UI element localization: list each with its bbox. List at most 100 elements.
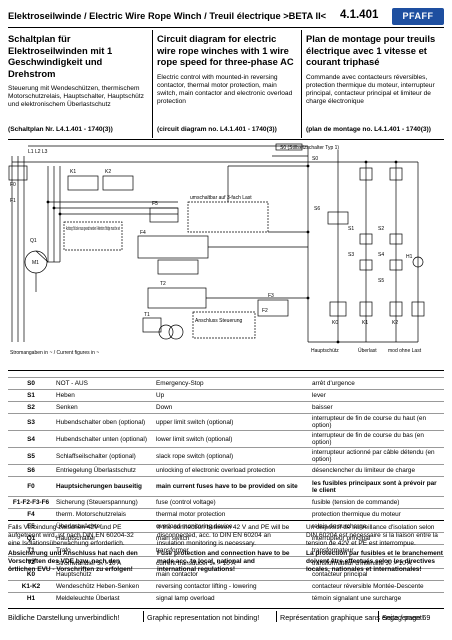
legend-german: Schlaffseilschalter (optional) <box>54 447 154 465</box>
legend-french: contacteur réversible Montée-Descente <box>310 580 444 593</box>
label-s6: S6 <box>314 206 320 212</box>
brand-logo: PFAFF silberblau <box>392 8 444 38</box>
legend-english: reversing contactor lifting - lowering <box>154 580 310 593</box>
legend-code: T2 <box>8 556 54 569</box>
legend-french: témoin signalant une surcharge <box>310 592 444 604</box>
legend-german: Senken <box>54 401 154 414</box>
legend-french: transformateur <box>310 544 444 557</box>
heading-french: Plan de montage pour treuils électrique … <box>306 33 436 67</box>
note-german-warning: Absicherung und Anschluss hat nach den V… <box>8 549 138 573</box>
legend-english: signal lamp overload <box>154 592 310 604</box>
legend-french: les fusibles principaux sont à prévoir p… <box>310 476 444 497</box>
legend-german: Meldeleuchte Überlast <box>54 592 154 604</box>
legend-code: T1 <box>8 544 54 557</box>
body-english: Electric control with mounted-in reversi… <box>157 73 293 105</box>
footer-divider <box>276 611 277 622</box>
legend-code: Q1 <box>8 532 54 545</box>
page-title: Elektroseilwinde / Electric Wire Rope Wi… <box>8 11 327 21</box>
heading-german: Schaltplan für Elektroseilwinden mit 1 G… <box>8 33 113 79</box>
label-module-note: umschaltbar auf 3-fach Last <box>190 195 252 201</box>
footer-disclaimer-german: Bildliche Darstellung unverbindlich! <box>8 613 120 622</box>
legend-english: Down <box>154 401 310 414</box>
label-k2-coil: K2 <box>392 320 398 326</box>
legend-code: F5 <box>8 520 54 533</box>
diagram-top-rule <box>8 139 444 140</box>
label-s5: S5 <box>378 278 384 284</box>
label-k0-coil: K0 <box>332 320 338 326</box>
legend-french: lever <box>310 389 444 402</box>
legend-german: Überlastwächter <box>54 520 154 533</box>
legend-top-rule <box>8 370 444 371</box>
legend-french: contacteur principal <box>310 568 444 581</box>
note-german-text: Falls Verbindung zwischen 42V und PE auf… <box>8 524 134 547</box>
legend-german: Wendeschütz Heben-Senken <box>54 580 154 593</box>
footer-disclaimer-french: Représentation graphique sans engagement… <box>280 613 424 622</box>
legend-code: S3 <box>8 413 54 431</box>
legend-english: Up <box>154 389 310 402</box>
label-control-note: Anschluss Steuerung <box>195 318 242 324</box>
legend-english: lower limit switch (optional) <box>154 430 310 448</box>
footer-disclaimer-english: Graphic representation not binding! <box>147 613 260 622</box>
legend-french: fusible (tension de commande) <box>310 496 444 509</box>
legend-german: Hubendschalter oben (optional) <box>54 413 154 431</box>
legend-english: unlocking of electronic overload protect… <box>154 464 310 477</box>
legend-code: S6 <box>8 464 54 477</box>
ref-german: (Schaltplan Nr. L4.1.401 - 1740(3)) <box>8 126 113 133</box>
legend-english: main contactor <box>154 568 310 581</box>
legend-french: interrupteur de fin de course du haut (e… <box>310 413 444 431</box>
body-french: Commande avec contacteurs réversibles, p… <box>306 73 435 105</box>
label-f4: F4 <box>140 230 146 236</box>
label-no-load: mod ohne Last <box>388 348 422 354</box>
note-english: If the connection between 42 V and PE wi… <box>157 524 295 573</box>
legend-french: baisser <box>310 401 444 414</box>
note-english-warning: Fuse protection and connection have to b… <box>157 549 290 573</box>
label-warning: Achtung: Brücke muss gesetzt werden / At… <box>66 226 120 232</box>
legend-code: K1-K2 <box>8 580 54 593</box>
legend-german: Hubendschalter unten (optional) <box>54 430 154 448</box>
label-h1: H1 <box>406 254 413 260</box>
legend-english: slack rope switch (optional) <box>154 447 310 465</box>
label-k1: K1 <box>70 169 76 175</box>
body-german: Steuerung mit Wendeschützen, thermischem… <box>8 85 144 109</box>
heading-english: Circuit diagram for electric wire rope w… <box>157 33 294 67</box>
legend-code: F1-F2-F3-F6 <box>8 496 54 509</box>
document-number: 4.1.401 <box>340 9 379 21</box>
legend-german: Entriegelung Überlastschutz <box>54 464 154 477</box>
column-divider <box>152 30 153 138</box>
legend-code: S0 <box>8 377 54 390</box>
legend-code: F0 <box>8 476 54 497</box>
legend-french: interrupteur principal <box>310 532 444 545</box>
note-english-text: If the connection between 42 V and PE wi… <box>157 524 290 547</box>
legend-french: protection thermique du moteur <box>310 508 444 521</box>
column-german: Schaltplan für Elektroseilwinden mit 1 G… <box>8 33 146 133</box>
legend-german: Hauptschütz <box>54 568 154 581</box>
label-overload: Überlast <box>358 347 377 354</box>
ref-english: (circuit diagram no. L4.1.401 - 1740(3)) <box>157 126 277 133</box>
label-f0: F0 <box>10 182 16 188</box>
legend-english: overload monitoring device <box>154 520 310 533</box>
legend-english: fuse (control voltage) <box>154 496 310 509</box>
header-rule <box>8 27 444 28</box>
label-s0: S0 <box>312 156 318 162</box>
legend-french: arrêt d'urgence <box>310 377 444 390</box>
legend-english: current transducer Jₙ > 10 A <box>154 556 310 569</box>
footer-divider <box>143 611 144 622</box>
legend-code: S5 <box>8 447 54 465</box>
label-f5: F5 <box>152 201 158 207</box>
label-k2: K2 <box>105 169 111 175</box>
label-f2: F2 <box>262 308 268 314</box>
